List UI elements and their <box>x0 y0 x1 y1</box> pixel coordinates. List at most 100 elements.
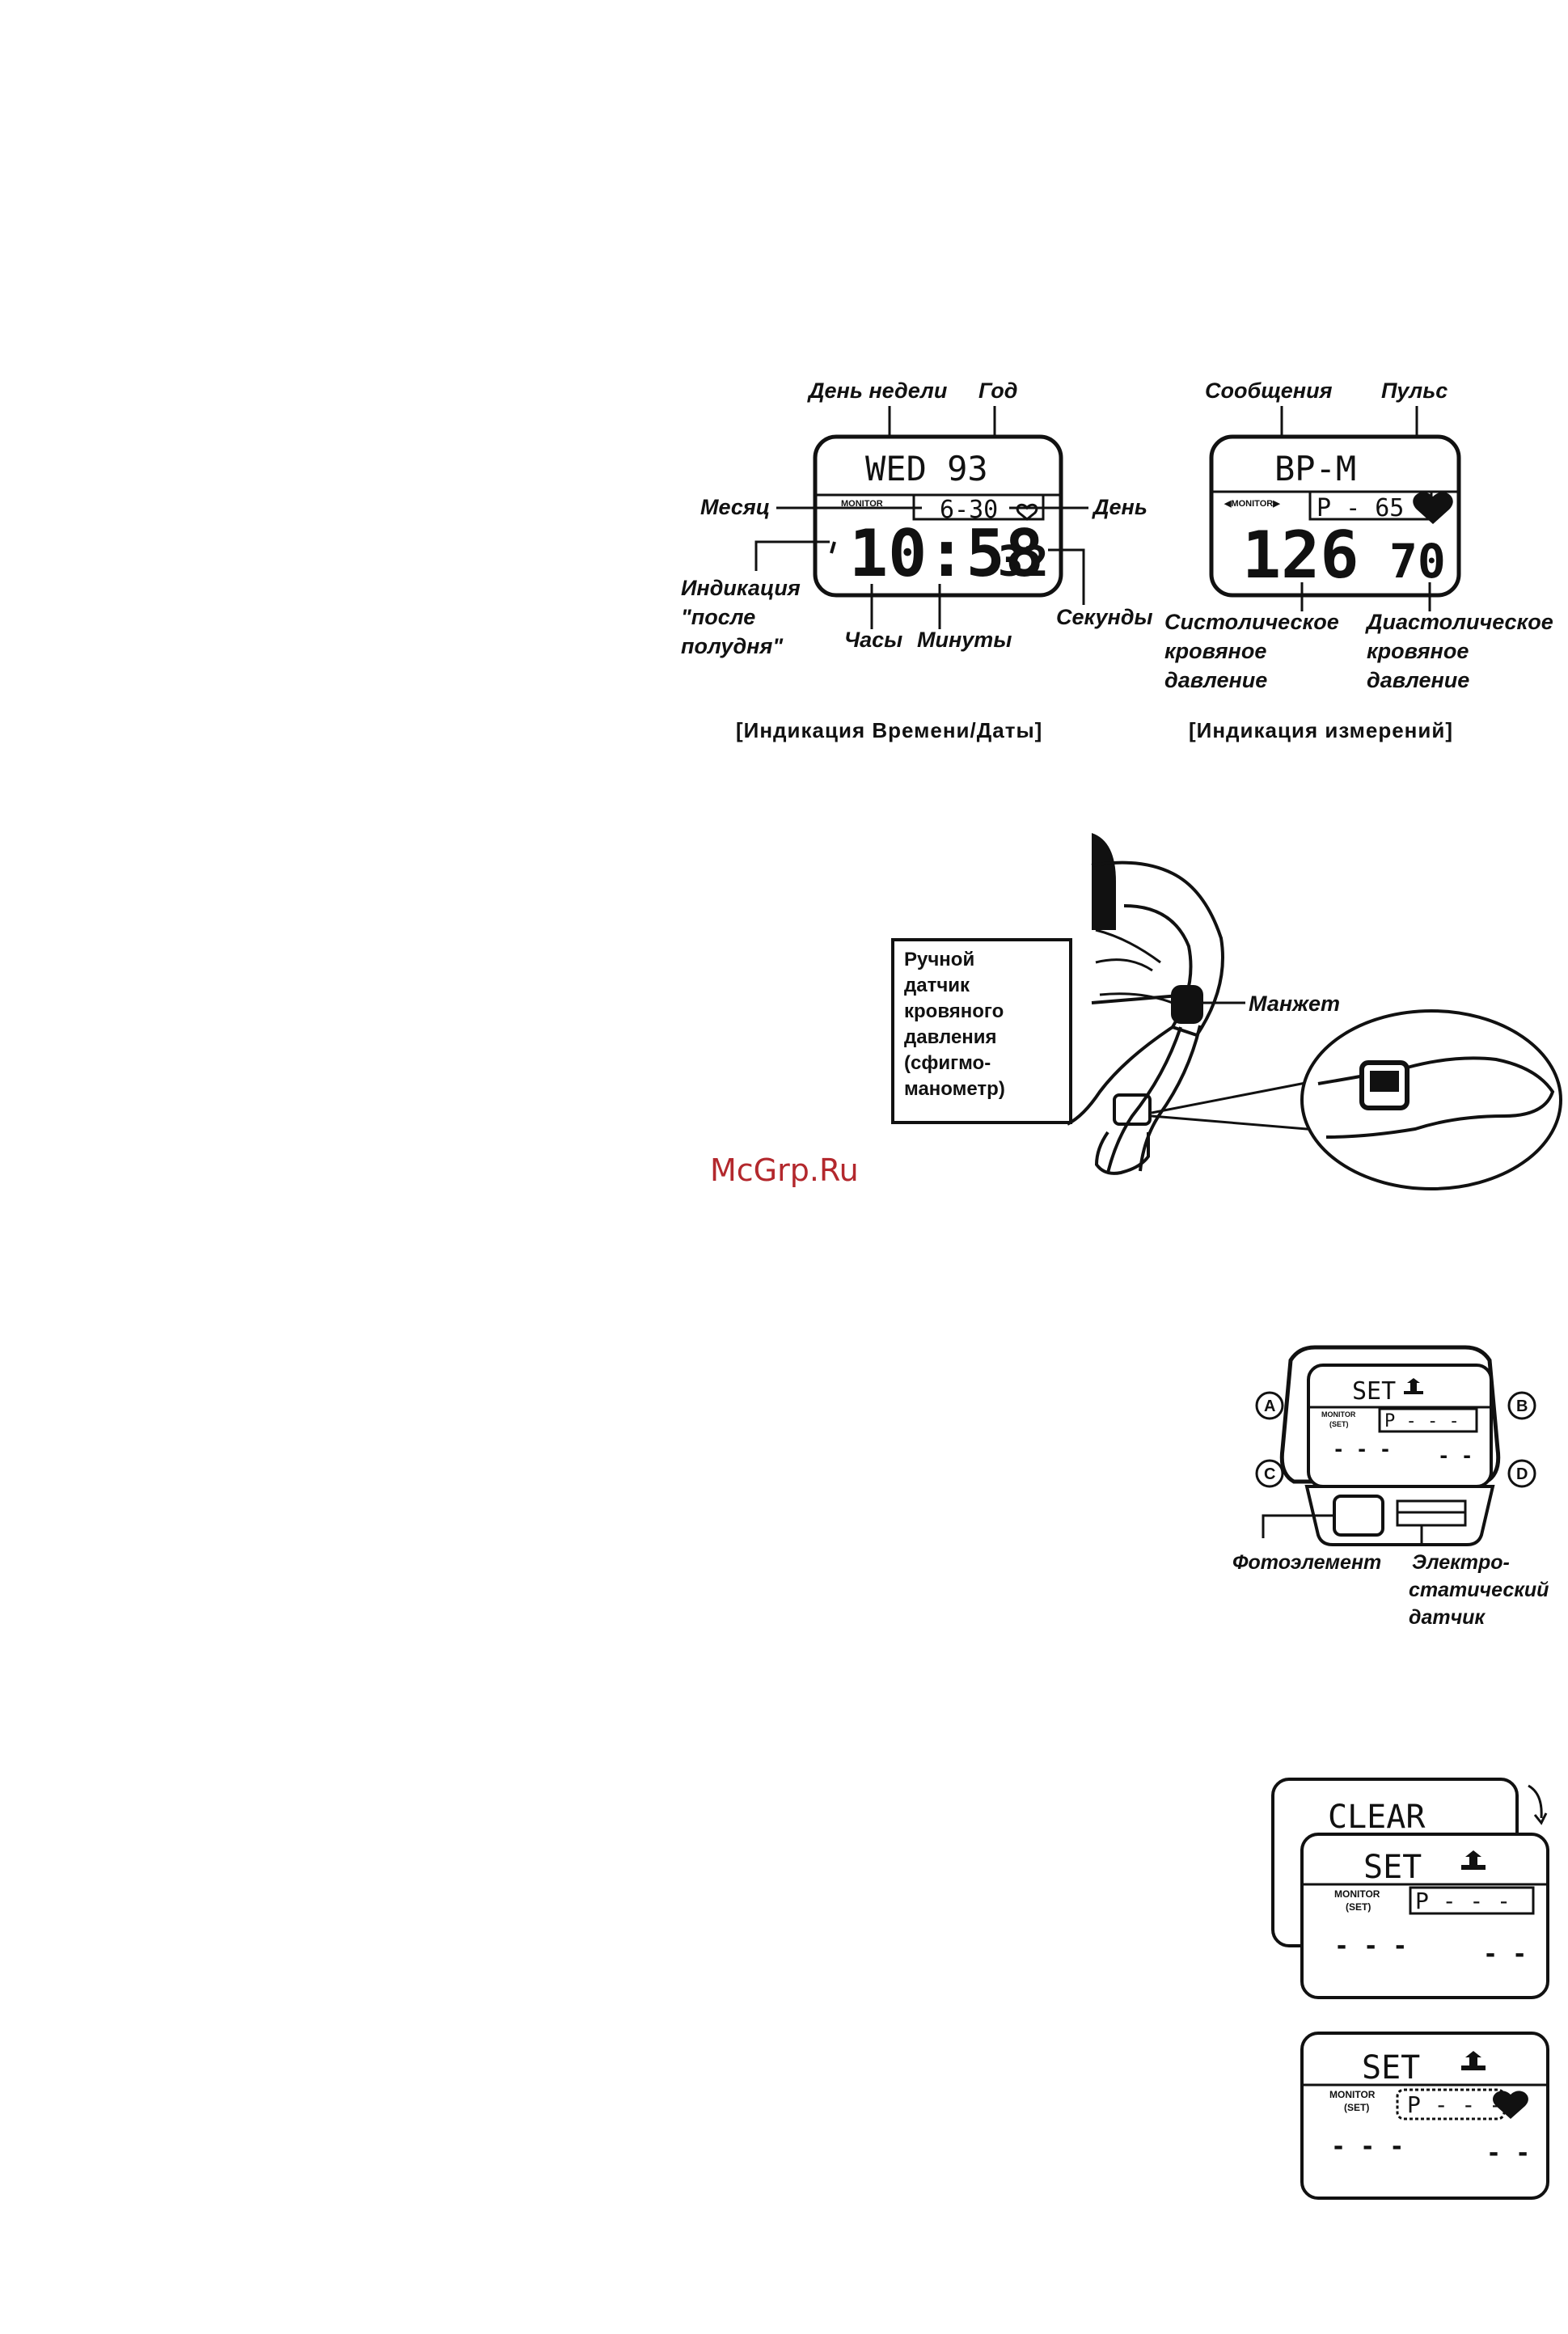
box-line-5: (сфигмо- <box>904 1052 991 1074</box>
person-shoulder-outline <box>1091 860 1224 1038</box>
box-line-4: давления <box>904 1026 997 1048</box>
lcd-pulse: P - 65 <box>1317 494 1404 522</box>
person-head-shape <box>1092 833 1116 930</box>
lcd-diastolic: 70 <box>1389 534 1446 589</box>
photo-cell <box>1333 1495 1384 1537</box>
watch-lcd-dashes-right: - - <box>1438 1444 1473 1467</box>
label-diastolic-3: давление <box>1367 668 1469 692</box>
zoom-line-bottom <box>1151 1114 1327 1132</box>
label-pulse: Пульс <box>1381 378 1448 403</box>
arm-illustration: Манжет Ручной датчик кровяного давления … <box>891 833 1562 1190</box>
set-dashes-left-1: - - - <box>1334 1932 1407 1960</box>
heart-filled-icon <box>1413 492 1453 524</box>
set-monitor-set-1: (SET) <box>1346 1901 1371 1913</box>
label-seconds: Секунды <box>1056 605 1153 629</box>
measure-lcd-frame <box>1209 434 1461 598</box>
label-year: Год <box>978 378 1017 403</box>
label-pm-3: полудня" <box>681 634 784 658</box>
zoom-circle <box>1300 1009 1562 1190</box>
button-b-label: B <box>1516 1397 1528 1415</box>
caption-measurements: [Индикация измерений] <box>1189 718 1453 742</box>
person-icon-2 <box>1461 2051 1486 2070</box>
label-pm-2: "после <box>681 605 755 629</box>
watch-lcd-monitor: MONITOR <box>1321 1410 1356 1419</box>
cuff-tube <box>1067 1025 1174 1126</box>
clear-text: CLEAR <box>1328 1799 1426 1836</box>
lcd-monitor-label-2: ◀MONITOR▶ <box>1224 499 1280 509</box>
label-pm-1: Индикация <box>681 576 801 600</box>
set-dashes-left-2: - - - <box>1331 2133 1404 2161</box>
cuff-shape <box>1171 985 1203 1024</box>
box-line-1: Ручной <box>904 949 974 970</box>
watch-lcd-dashes: - - - <box>1333 1438 1391 1461</box>
button-d[interactable] <box>1507 1459 1536 1488</box>
arrow-head <box>1533 1812 1548 1825</box>
set-pulse-box-1 <box>1409 1886 1535 1915</box>
label-month: Месяц <box>700 495 770 519</box>
leader-seconds <box>1048 548 1085 605</box>
lcd-systolic: 126 <box>1242 518 1359 593</box>
lcd-seconds: 32 <box>998 538 1049 586</box>
label-systolic-1: Систолическое <box>1164 610 1339 634</box>
lcd-weekday-year: WED 93 <box>865 449 988 488</box>
label-diastolic-2: кровяное <box>1367 639 1469 663</box>
label-minutes: Минуты <box>917 628 1012 652</box>
set-pulse-1: P - - - <box>1415 1888 1511 1914</box>
set-text-1: SET <box>1363 1849 1422 1886</box>
heart-outline-icon <box>1016 503 1038 521</box>
label-hours: Часы <box>844 628 902 652</box>
pm-indicator-mark <box>830 541 836 554</box>
zoom-watch-face <box>1370 1071 1399 1092</box>
watch-lcd-set: SET <box>1352 1377 1396 1406</box>
label-sensor-2: статический <box>1409 1579 1549 1601</box>
set-text-2: SET <box>1362 2049 1420 2087</box>
lcd-message: BP-M <box>1274 449 1356 488</box>
wrist-watch-small <box>1113 1093 1152 1126</box>
set-pulse-2: P - - - <box>1407 2091 1502 2118</box>
person-icon-1 <box>1461 1850 1486 1870</box>
clear-set-screens: CLEAR SET MONITOR (SET) P - - - - - - - … <box>1271 1778 1549 2200</box>
label-cuff: Манжет <box>1249 992 1340 1016</box>
heart-filled-icon-2 <box>1493 2091 1528 2119</box>
label-messages: Сообщения <box>1205 378 1333 403</box>
button-a-label: A <box>1264 1397 1275 1415</box>
time-lcd-frame <box>813 434 1063 598</box>
blinking-highlight <box>1396 2088 1506 2120</box>
set-screen-2 <box>1300 2032 1549 2200</box>
set-monitor-set-2: (SET) <box>1344 2102 1369 2113</box>
button-c[interactable] <box>1255 1459 1284 1488</box>
watch-lcd-pulse: P - - - <box>1384 1411 1460 1431</box>
button-c-label: C <box>1264 1465 1275 1483</box>
watch-illustration: SET MONITOR (SET) P - - - - - - - - A B … <box>1232 1345 1549 1629</box>
watermark: McGrp.Ru <box>710 1152 859 1188</box>
button-b[interactable] <box>1507 1391 1536 1420</box>
arrow-curve <box>1528 1784 1543 1819</box>
box-line-3: кровяного <box>904 1000 1004 1022</box>
lcd-date: 6-30 <box>940 496 998 524</box>
caption-time-date: [Индикация Времени/Даты] <box>736 718 1042 742</box>
watch-pulse-box <box>1378 1407 1478 1433</box>
leader-pm <box>754 540 830 571</box>
sphygmomanometer-box <box>891 938 1072 1124</box>
label-weekday: День недели <box>807 378 948 403</box>
label-photo: Фотоэлемент <box>1232 1551 1381 1574</box>
lcd-monitor-label: MONITOR <box>841 499 883 509</box>
label-systolic-3: давление <box>1164 668 1267 692</box>
set-dashes-right-1: - - <box>1483 1940 1527 1968</box>
set-monitor-1: MONITOR <box>1334 1888 1380 1900</box>
leader-photo <box>1262 1514 1336 1538</box>
box-line-6: манометр) <box>904 1078 1005 1100</box>
forearm-outline <box>1106 1025 1202 1173</box>
shirt-folds <box>1095 928 1173 1004</box>
zoom-line-top <box>1151 1079 1319 1114</box>
button-a[interactable] <box>1255 1391 1284 1420</box>
lcd-time: 10:58 <box>849 516 1044 591</box>
hand-outline <box>1094 1131 1150 1175</box>
watch-lcd-set-small: (SET) <box>1329 1420 1349 1428</box>
label-diastolic-1: Диастолическое <box>1365 610 1553 634</box>
person-icon <box>1404 1378 1423 1394</box>
box-line-2: датчик <box>904 975 970 996</box>
button-d-label: D <box>1516 1465 1528 1483</box>
label-day: День <box>1092 495 1147 519</box>
